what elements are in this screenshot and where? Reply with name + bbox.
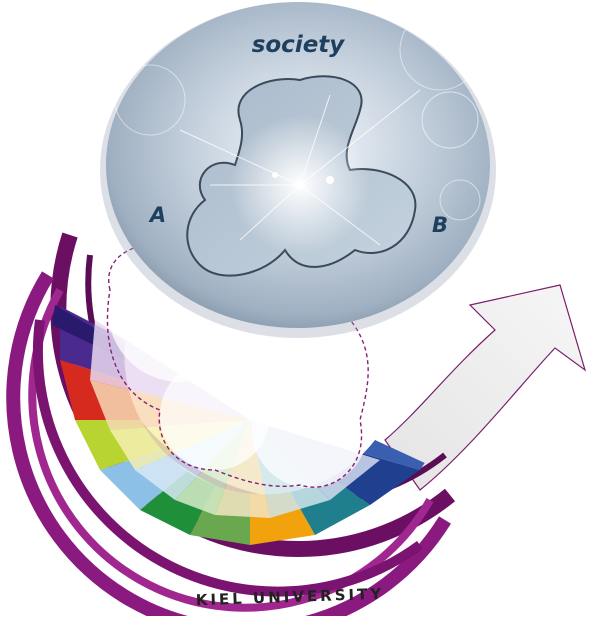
label-a: A xyxy=(148,203,166,227)
society-sphere xyxy=(100,2,496,338)
growth-arrow xyxy=(384,284,587,491)
label-b: B xyxy=(432,213,448,237)
label-society: society xyxy=(252,32,346,58)
